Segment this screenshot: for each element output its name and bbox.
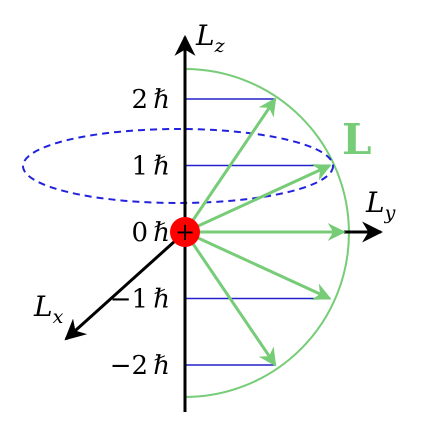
level-number: −2 bbox=[110, 351, 148, 381]
level-number: 1 bbox=[132, 152, 149, 182]
precession-ellipse bbox=[22, 128, 334, 204]
nucleus-dot bbox=[170, 217, 200, 247]
level-label-0: 2 ℏ bbox=[132, 85, 171, 115]
x-axis-label: Lx bbox=[33, 290, 64, 328]
origin-plus-symbol: + bbox=[175, 218, 195, 246]
x-axis bbox=[64, 230, 187, 341]
momentum-vector-0 bbox=[183, 97, 277, 233]
level-labels: 2 ℏ1 ℏ0 ℏ−1 ℏ−2 ℏ bbox=[110, 85, 170, 381]
level-label-1: 1 ℏ bbox=[132, 152, 171, 182]
hbar-symbol: ℏ bbox=[153, 285, 170, 315]
momentum-vector-4 bbox=[183, 231, 277, 367]
hbar-symbol: ℏ bbox=[153, 218, 170, 248]
level-number: 2 bbox=[132, 85, 149, 115]
momentum-vector-3 bbox=[184, 230, 332, 300]
level-label-3: −1 ℏ bbox=[110, 285, 170, 315]
momentum-vector-1 bbox=[184, 164, 332, 234]
level-label-4: −2 ℏ bbox=[110, 351, 170, 381]
y-axis-label: Ly bbox=[365, 186, 396, 224]
hbar-symbol: ℏ bbox=[153, 85, 170, 115]
level-label-2: 0 ℏ bbox=[132, 218, 171, 248]
hbar-symbol: ℏ bbox=[153, 152, 170, 182]
level-number: −1 bbox=[110, 285, 148, 315]
angular-momentum-vectors bbox=[183, 97, 346, 367]
vector-label: L bbox=[342, 115, 372, 164]
level-number: 0 bbox=[132, 218, 149, 248]
hbar-symbol: ℏ bbox=[153, 351, 170, 381]
z-axis-label: Lz bbox=[195, 19, 226, 57]
